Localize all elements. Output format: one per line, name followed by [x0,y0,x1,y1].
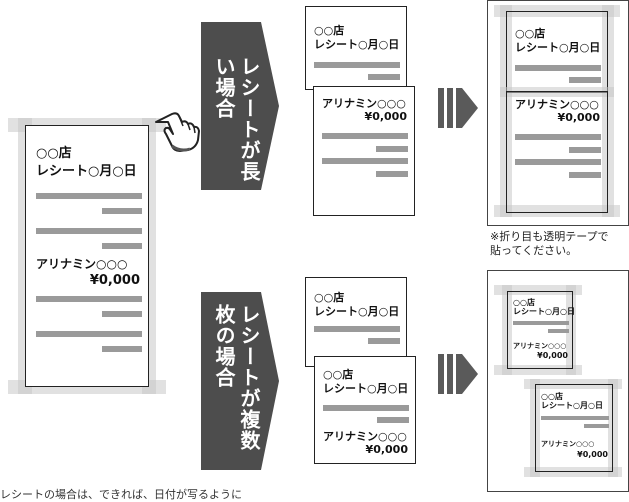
receipt-line [376,146,408,152]
tape-fold [500,87,614,97]
chevron-shape [201,22,279,190]
chevron-shape [201,292,279,470]
receipt-line [584,424,609,428]
result-panel-multi: ○○店 レシート○月○日 アリナミン○○○ ¥0,000 ○○店 レシート○月○… [487,270,629,492]
big-receipt: ○○店 レシート○月○日 アリナミン○○○ ¥0,000 [25,125,149,387]
receipt-price: ¥0,000 [89,273,140,288]
tape-right [602,5,614,217]
receipt-line [102,346,142,352]
receipt-line [36,296,142,302]
receipt-line [322,133,408,139]
taped-receipt-a: ○○店 レシート○月○日 アリナミン○○○ ¥0,000 [507,291,575,369]
receipt-store: ○○店 [314,24,345,37]
receipt-item: アリナミン○○○ [36,257,128,271]
receipt-price: ¥0,000 [365,443,408,456]
taped-receipt-lower: アリナミン○○○ ¥0,000 [506,91,608,213]
double-chevron-arrow-icon [438,354,478,394]
receipt-date: レシート○月○日 [36,164,137,179]
receipt-item: アリナミン○○○ [541,440,595,448]
receipt-line [569,172,601,178]
receipt-date: レシート○月○日 [541,401,603,410]
receipt-item: アリナミン○○○ [322,97,406,110]
receipt-line [36,193,142,199]
receipt-price: ¥0,000 [557,111,600,124]
receipt-date: レシート○月○日 [323,382,409,395]
receipt-line [515,134,601,140]
receipt-line [541,416,609,420]
receipt-line [376,171,408,177]
receipt-date: レシート○月○日 [314,305,400,318]
receipt-store: ○○店 [515,27,546,40]
receipt-item: アリナミン○○○ [513,342,567,350]
chevron-long-line2: 長い場合 [212,56,261,182]
tape-top [494,285,582,295]
receipt-store: ○○店 [323,368,354,381]
chevron-multi-line1: レシートが [237,304,261,409]
receipt-line [368,74,400,80]
double-chevron-arrow-icon [438,88,478,128]
fold-note-line2: 貼ってください。 [490,244,578,258]
fold-note: ※折り目も透明テープで 貼ってください。 [490,230,609,259]
receipt-line [314,326,400,332]
receipt-date: レシート○月○日 [314,38,400,51]
receipt-line [569,77,601,83]
receipt-line [569,147,601,153]
receipt-price: ¥0,000 [577,450,608,459]
chevron-multi-line2: 複数枚の場合 [212,304,261,451]
multi-receipt-back: ○○店 レシート○月○日 [305,277,407,367]
taped-receipt-b: ○○店 レシート○月○日 アリナミン○○○ ¥0,000 [535,384,613,472]
receipt-line [377,417,409,423]
long-receipt-lower: アリナミン○○○ ¥0,000 [313,86,415,216]
receipt-line [322,158,408,164]
receipt-line [323,405,409,411]
receipt-store: ○○店 [541,392,563,401]
receipt-line [36,228,142,234]
multi-receipt-front: ○○店 レシート○月○日 アリナミン○○○ ¥0,000 [314,356,416,464]
receipt-store: ○○店 [314,291,345,304]
receipt-line [102,311,142,317]
tape-bottom [524,467,622,477]
receipt-price: ¥0,000 [364,110,407,123]
receipt-date: レシート○月○日 [513,307,575,316]
receipt-line [513,321,569,325]
big-receipt-group: ○○店 レシート○月○日 アリナミン○○○ ¥0,000 [8,118,166,404]
receipt-line [548,329,569,333]
bottom-caption: レシートの場合は、できれば、日付が写るように [0,488,242,501]
tape-bottom [494,205,620,217]
result-panel-long: ○○店 レシート○月○日 アリナミン○○○ ¥0,000 [487,0,629,226]
receipt-line [314,62,400,68]
chevron-multi-case: レシートが複数枚の場合 [201,292,279,470]
long-receipt-upper: ○○店 レシート○月○日 [305,6,407,90]
receipt-line [102,208,142,214]
hand-cursor-icon [155,112,200,152]
chevron-long-line1: レシートが [237,56,261,161]
receipt-price: ¥0,000 [537,351,568,360]
tape-right [566,285,576,375]
receipt-line [515,159,601,165]
taped-receipt-upper: ○○店 レシート○月○日 [506,11,608,93]
fold-note-line1: ※折り目も透明テープで [490,230,609,243]
receipt-line [368,338,400,344]
receipt-item: アリナミン○○○ [323,430,407,443]
receipt-line [36,331,142,337]
chevron-long-case: レシートが長い場合 [201,22,279,190]
tape-right [608,379,618,477]
receipt-date: レシート○月○日 [515,41,601,54]
receipt-line [102,243,142,249]
receipt-store: ○○店 [36,146,72,161]
tape-bottom [494,365,582,375]
receipt-item: アリナミン○○○ [515,98,599,111]
receipt-line [515,65,601,71]
receipt-store: ○○店 [513,298,535,307]
